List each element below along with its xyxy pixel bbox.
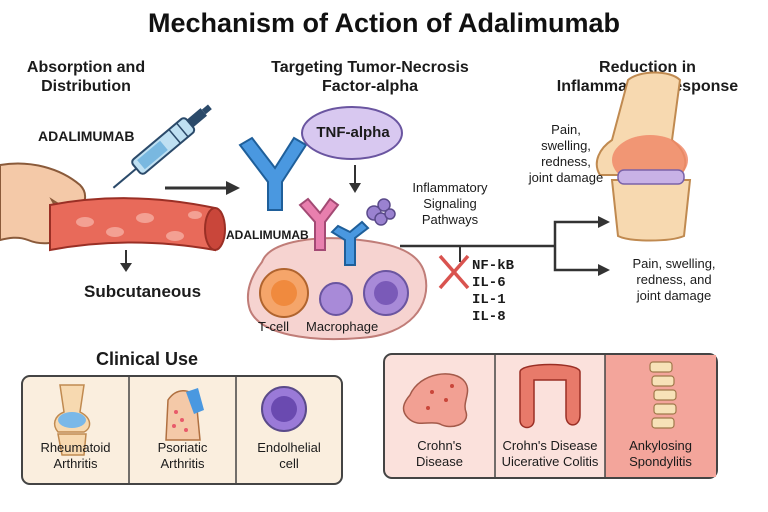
clinical-left-item-2-line1: Psoriatic xyxy=(157,440,208,455)
spine-icon xyxy=(649,361,677,429)
cytokine-il8: IL-8 xyxy=(472,309,506,325)
t-cell-label: T-cell xyxy=(258,319,290,334)
psoriatic-finger-icon xyxy=(165,388,204,441)
clinical-right-item-3-line1: Ankylosing xyxy=(629,438,692,453)
clinical-use-heading: Clinical Use xyxy=(96,349,199,369)
symptoms-top-3: redness, xyxy=(541,154,591,169)
symptoms-top: Pain, swelling, redness, joint damage xyxy=(510,122,622,186)
antibody-label: ADALIMUMAB xyxy=(226,228,309,242)
knee-joint-icon xyxy=(595,71,692,242)
clinical-right-item-3-line2: Spondylitis xyxy=(629,454,692,469)
symptoms-bottom: Pain, swelling, redness, and joint damag… xyxy=(604,256,744,304)
targeting-heading-line2: Factor-alpha xyxy=(321,78,418,95)
targeting-heading-line1: Targeting Tumor-Necrosis xyxy=(271,59,469,76)
syringe-icon xyxy=(112,104,212,189)
clinical-right-item-2: Crohn's Disease Uicerative Colitis xyxy=(495,438,605,470)
cytokine-il1: IL-1 xyxy=(472,292,506,308)
endothelial-cell-icon xyxy=(261,386,307,432)
symptoms-bottom-2: redness, and xyxy=(636,272,712,287)
clinical-right-item-2-line2: Uicerative Colitis xyxy=(501,454,599,469)
symptoms-bottom-3: joint damage xyxy=(636,288,712,303)
clinical-left-item-3: Endolhelial cell xyxy=(236,440,342,472)
clinical-left-item-3-line1: Endolhelial xyxy=(257,440,321,455)
cytokine-il6: IL-6 xyxy=(472,275,506,291)
clinical-right-item-2-line1: Crohn's Disease xyxy=(502,438,598,453)
tnf-molecule-icon xyxy=(366,198,396,226)
route-label: Subcutaneous xyxy=(84,282,202,301)
crohns-tissue-icon xyxy=(402,373,469,428)
clinical-left-item-3-line2: cell xyxy=(279,456,299,471)
receptor-blue-icon xyxy=(330,220,370,266)
clinical-right-item-1-line1: Crohn's xyxy=(417,438,462,453)
tnf-label: TNF-alpha xyxy=(316,124,390,141)
colon-icon xyxy=(519,363,581,429)
reduction-heading-line1: Reduction in xyxy=(599,59,696,76)
clinical-left-item-1: Rheumatoid Arthritis xyxy=(22,440,129,472)
clinical-right-item-1-line2: Disease xyxy=(416,454,463,469)
pathways-line3: Pathways xyxy=(421,212,479,227)
cytokine-nfkb: NF-kB xyxy=(472,258,515,274)
clinical-right-item-3: Ankylosing Spondylitis xyxy=(605,438,716,470)
rheumatoid-knee-icon xyxy=(53,384,91,456)
clinical-left-item-2-line2: Arthritis xyxy=(160,456,205,471)
cytokine-list: NF-kB IL-6 IL-1 IL-8 xyxy=(472,258,514,326)
antibody-icon xyxy=(238,136,308,211)
clinical-left-item-1-line1: Rheumatoid xyxy=(40,440,111,455)
tnf-alpha-ellipse xyxy=(301,106,403,160)
page-title: Mechanism of Action of Adalimumab xyxy=(147,8,621,38)
absorption-heading-line2: Distribution xyxy=(41,78,131,95)
block-x-icon xyxy=(438,254,470,290)
absorption-heading-line1: Absorption and xyxy=(26,59,146,76)
blood-vessel-icon xyxy=(49,197,226,252)
pathways-label: Inflammatory Signaling Pathways xyxy=(395,180,505,228)
macrophage-icon xyxy=(319,282,353,316)
receptor-pink-icon xyxy=(298,197,340,251)
clinical-left-item-1-line2: Arthritis xyxy=(53,456,98,471)
clinical-left-item-2: Psoriatic Arthritis xyxy=(129,440,236,472)
drug-label: ADALIMUMAB xyxy=(38,128,135,144)
macrophage-label: Macrophage xyxy=(306,319,379,334)
pathways-line1: Inflammatory xyxy=(412,180,488,195)
targeting-heading: Targeting Tumor-Necrosis Factor-alpha xyxy=(240,58,500,96)
absorption-heading: Absorption and Distribution xyxy=(6,58,166,96)
symptoms-top-4: joint damage xyxy=(528,170,604,185)
symptoms-top-2: swelling, xyxy=(541,138,591,153)
pathways-line2: Signaling xyxy=(423,196,477,211)
clinical-right-item-1: Crohn's Disease xyxy=(384,438,495,470)
symptoms-top-1: Pain, xyxy=(551,122,581,137)
symptoms-bottom-1: Pain, swelling, xyxy=(632,256,716,271)
